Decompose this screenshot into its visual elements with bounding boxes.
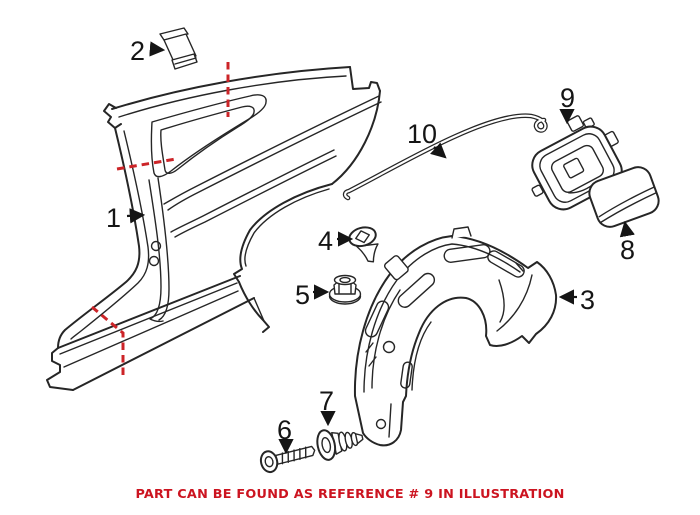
nut-illustration bbox=[328, 274, 362, 305]
housing-pocket bbox=[550, 144, 604, 193]
wheel-arch-edge bbox=[233, 183, 333, 283]
beltline-crease-a1 bbox=[163, 95, 380, 205]
liner-slot-3 bbox=[443, 243, 491, 263]
callout-1: 1 bbox=[106, 203, 121, 233]
beltline-crease-b1 bbox=[170, 149, 335, 233]
upper-bracket-illustration bbox=[159, 27, 198, 70]
rocker-right-join bbox=[253, 297, 265, 322]
bolt-head bbox=[259, 450, 279, 474]
wheel-arch-lip bbox=[244, 188, 330, 267]
pillar-hole-upper bbox=[150, 240, 162, 252]
liner-foot-line bbox=[388, 403, 392, 438]
panel-rear-step bbox=[349, 66, 381, 92]
clip-illustration bbox=[348, 226, 379, 263]
bracket-foot-line bbox=[174, 57, 197, 65]
fuel-door-line-b bbox=[599, 191, 658, 224]
beltline-crease-a2 bbox=[167, 101, 382, 211]
callout-arrow-10 bbox=[430, 142, 447, 159]
bolt-illustration bbox=[259, 445, 316, 474]
callout-6: 6 bbox=[277, 415, 292, 445]
bolt-head-recess bbox=[264, 456, 274, 468]
rocker-line-2 bbox=[59, 282, 238, 355]
bolt-thread-3 bbox=[293, 449, 295, 462]
nut-flange-rim bbox=[328, 295, 362, 305]
roofline-outer bbox=[111, 66, 351, 110]
beltline-crease-b2 bbox=[174, 155, 337, 238]
pillar-outer-edge bbox=[57, 127, 141, 349]
nut-bore bbox=[339, 276, 351, 284]
cable-outline bbox=[342, 113, 548, 201]
sail-window-inner bbox=[160, 105, 255, 174]
liner-band-inner-a bbox=[363, 243, 521, 393]
callout-2: 2 bbox=[130, 36, 145, 66]
wheel-arch-liner-illustration bbox=[353, 226, 558, 447]
panel-lower-rear bbox=[238, 281, 270, 333]
grommet-washer bbox=[316, 429, 337, 461]
liner-edge-tick-a bbox=[365, 342, 374, 353]
callout-10: 10 bbox=[407, 119, 437, 149]
pillar-inner-edge-b bbox=[157, 177, 170, 321]
rocker-left-cap bbox=[46, 347, 74, 391]
callout-labels: 1 2 3 4 5 6 7 8 9 10 bbox=[106, 36, 635, 445]
dash-pillar-diagonal bbox=[116, 157, 177, 171]
pillar-hole-lower bbox=[148, 255, 160, 267]
rocker-line-3 bbox=[63, 290, 239, 368]
housing-square-hole bbox=[563, 157, 585, 179]
grommet-tip bbox=[354, 433, 364, 445]
callout-3: 3 bbox=[580, 285, 595, 315]
callout-arrow-2 bbox=[149, 41, 166, 57]
liner-slot-4 bbox=[487, 250, 525, 278]
fuel-door-line-a bbox=[598, 186, 655, 218]
callout-4: 4 bbox=[318, 226, 333, 256]
callout-7: 7 bbox=[319, 386, 334, 416]
callout-arrow-1 bbox=[126, 208, 146, 224]
quarter-panel-illustration bbox=[46, 66, 382, 391]
liner-slot-2 bbox=[397, 272, 436, 308]
liner-flap-curve-a bbox=[496, 274, 533, 332]
liner-band-inner-b bbox=[371, 289, 401, 389]
callout-5: 5 bbox=[295, 280, 310, 310]
release-cable-illustration bbox=[342, 113, 548, 201]
pillar-inner-edge-a bbox=[148, 179, 164, 323]
reference-note: PART CAN BE FOUND AS REFERENCE # 9 IN IL… bbox=[135, 487, 565, 502]
liner-flap-curve-b bbox=[498, 279, 505, 323]
panel-rear-edge bbox=[331, 90, 381, 185]
liner-slot-1 bbox=[364, 300, 390, 338]
section-cut-marks bbox=[91, 62, 230, 377]
liner-flap-tick bbox=[515, 262, 524, 272]
rocker-bottom-edge bbox=[72, 297, 255, 391]
bolt-thread-4 bbox=[299, 447, 301, 461]
liner-edge-tick-b bbox=[368, 356, 377, 367]
bolt-thread-5 bbox=[304, 446, 307, 459]
cable-core bbox=[344, 114, 547, 200]
bracket-top-lip bbox=[159, 27, 189, 41]
liner-outline bbox=[353, 235, 558, 447]
grommet-illustration bbox=[316, 429, 364, 461]
rocker-top-edge bbox=[57, 275, 241, 349]
clip-cone bbox=[356, 243, 379, 263]
callout-8: 8 bbox=[620, 235, 635, 265]
liner-foot-hole bbox=[375, 418, 387, 430]
liner-small-slot bbox=[400, 361, 413, 389]
liner-opening-offset bbox=[411, 321, 432, 391]
liner-top-bump bbox=[451, 226, 472, 239]
grommet-washer-hole bbox=[321, 436, 332, 454]
nut-top-face bbox=[333, 274, 357, 286]
fuel-filler-door-illustration bbox=[588, 166, 660, 228]
liner-hole bbox=[382, 340, 396, 354]
callout-arrows bbox=[126, 41, 635, 455]
clip-diamond-hole bbox=[355, 230, 370, 244]
liner-bump-block bbox=[383, 255, 409, 281]
callout-arrow-8 bbox=[619, 220, 635, 238]
callout-9: 9 bbox=[560, 83, 575, 113]
bolt-thread-1 bbox=[281, 452, 284, 465]
dash-rocker-bend bbox=[91, 305, 125, 377]
pillar-second-edge bbox=[70, 130, 150, 340]
sail-window-outer bbox=[150, 94, 267, 178]
